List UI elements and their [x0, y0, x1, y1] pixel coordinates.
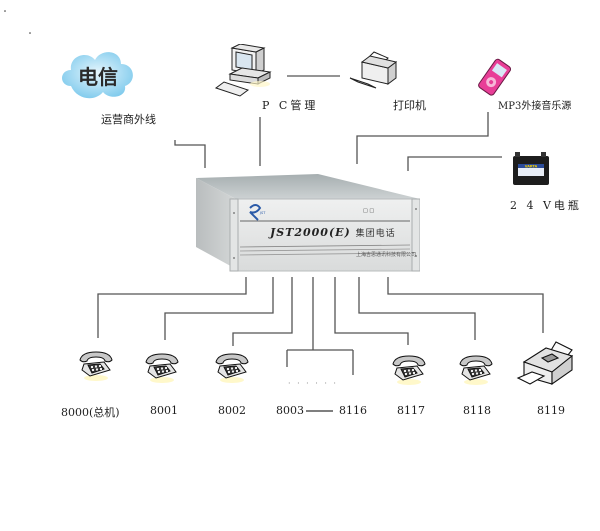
- printer-device: [348, 50, 398, 92]
- label-8000: 8000(总机): [61, 406, 120, 419]
- extension-range-dots: · · · · · ·: [288, 379, 338, 388]
- unit-model-text: JST2000(E): [270, 226, 351, 239]
- telephone-icon: [215, 353, 249, 384]
- label-8118: 8118: [463, 404, 491, 417]
- wire-mp3: [356, 112, 489, 164]
- mp3-device: [474, 58, 514, 98]
- telephone-icon: [145, 353, 179, 384]
- telephone-icon: [392, 355, 426, 386]
- telephone-icon: [459, 355, 493, 386]
- battery-brand: VARTA: [525, 165, 538, 169]
- label-battery: 2 4 V电瓶: [510, 199, 582, 212]
- unit-maker: 上海吉思通讯科技有限公司: [356, 252, 417, 258]
- unit-indicator: □ □: [363, 208, 375, 214]
- label-telecom: 运营商外线: [101, 113, 156, 126]
- mp3-player-icon: [478, 58, 512, 96]
- wire-8000: [97, 277, 247, 338]
- telephone-icon: [79, 351, 113, 382]
- wire-8002: [232, 277, 293, 346]
- extension-8118: [456, 352, 496, 388]
- label-8001: 8001: [150, 404, 178, 417]
- label-8119: 8119: [537, 404, 565, 417]
- telecom-cloud: 电信: [57, 46, 137, 102]
- wire-battery: [407, 156, 502, 171]
- label-8117: 8117: [397, 404, 425, 417]
- computer-icon: [214, 43, 272, 97]
- extension-8001: [142, 350, 182, 386]
- fax-icon: [516, 341, 574, 386]
- central-unit: JST JST2000(E) 集团电话 □ □ 上海吉思通讯科技有限公司: [194, 163, 420, 273]
- label-pc: P C管理: [262, 99, 319, 112]
- svg-text:JST: JST: [259, 211, 266, 215]
- battery-icon: VARTA: [513, 152, 549, 185]
- cloud-label: 电信: [78, 65, 118, 89]
- cloud-icon: [62, 52, 133, 99]
- wire-telecom: [174, 140, 206, 168]
- wire-8119: [387, 277, 544, 333]
- label-8116: 8116: [339, 404, 367, 417]
- pbx-chassis: JST: [196, 174, 420, 272]
- wire-8001: [164, 277, 274, 340]
- extension-8000: [76, 348, 116, 384]
- label-mp3: MP3外接音乐源: [498, 101, 572, 112]
- extension-8117: [389, 352, 429, 388]
- printer-icon: [349, 51, 398, 89]
- battery-device: VARTA: [512, 151, 550, 187]
- label-printer: 打印机: [393, 99, 426, 112]
- unit-model: JST2000(E) 集团电话: [270, 226, 396, 239]
- extension-8119: [516, 340, 578, 392]
- unit-name-text: 集团电话: [355, 229, 396, 239]
- pc-device: [214, 43, 274, 100]
- brand-logo-icon: JST: [249, 204, 266, 221]
- wire-8117: [334, 277, 409, 345]
- label-8002: 8002: [218, 404, 246, 417]
- wire-8118: [358, 277, 476, 340]
- extension-8002: [212, 350, 252, 386]
- label-8003: 8003: [276, 404, 304, 417]
